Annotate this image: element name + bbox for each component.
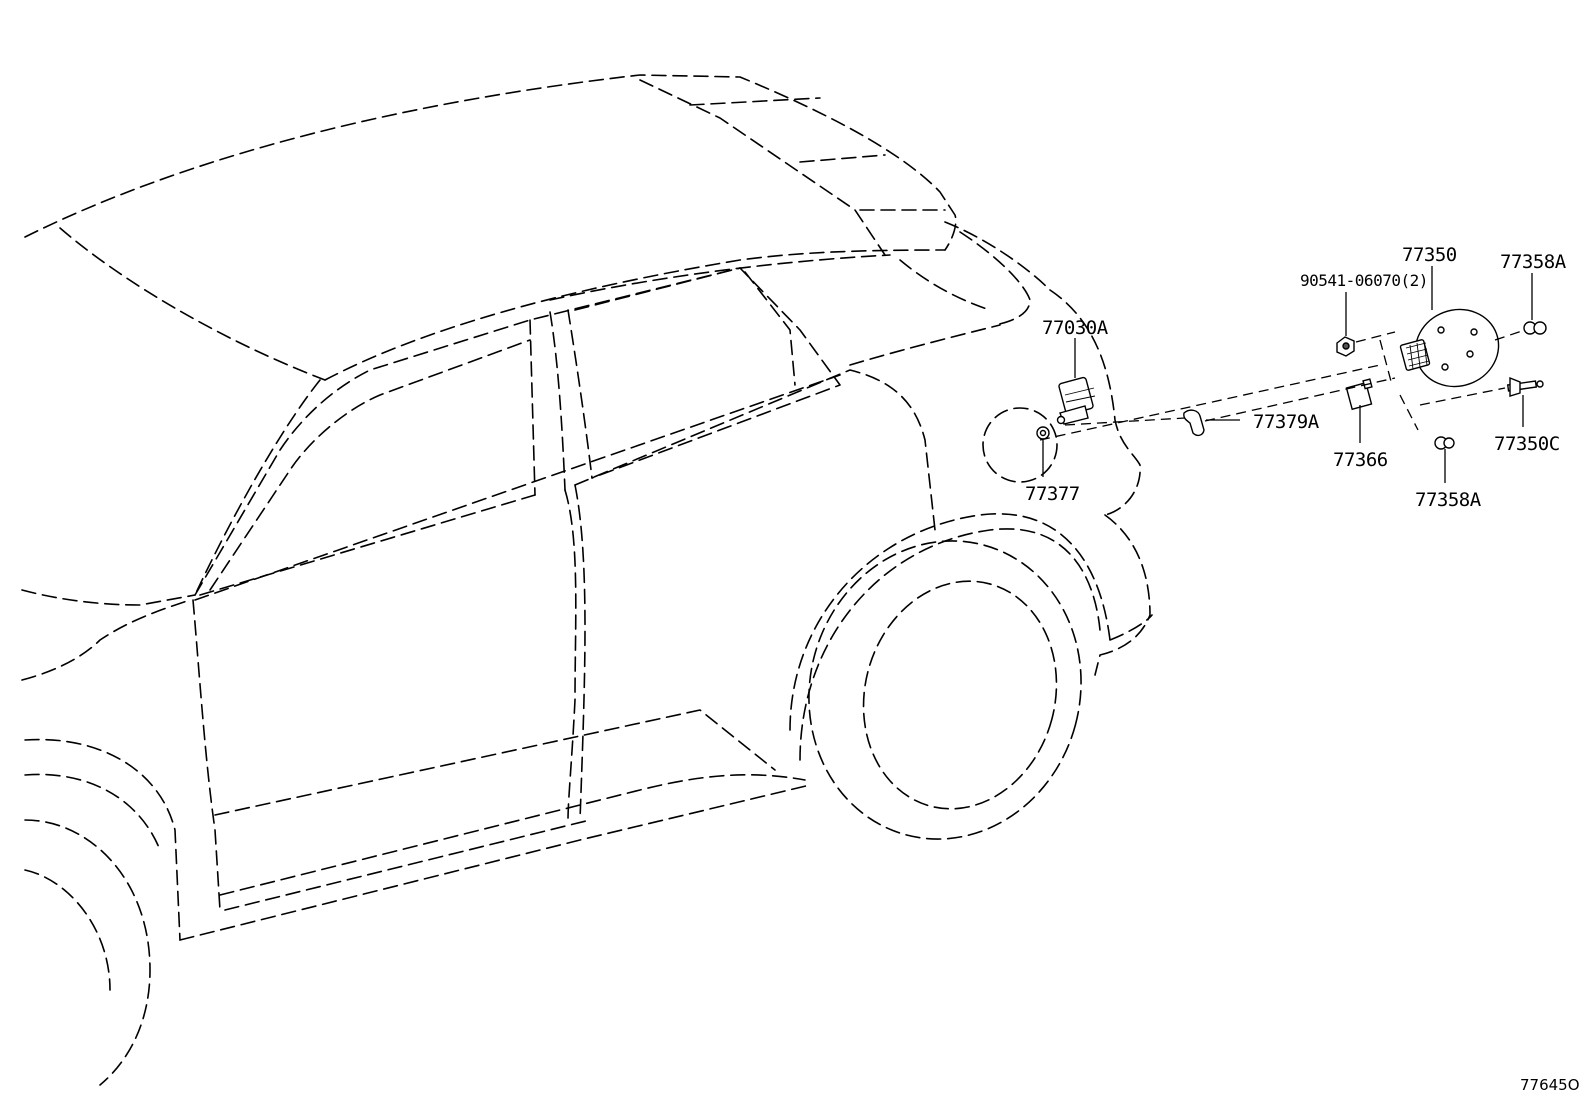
front-window-bottom: [199, 494, 536, 596]
hinge-clip-77379A[interactable]: [1183, 409, 1205, 437]
link-opener-to-clip: [1064, 417, 1186, 426]
callout-77358A-top[interactable]: 77358A: [1500, 251, 1567, 273]
callout-77350[interactable]: 77350: [1402, 244, 1457, 266]
link-clip-to-lid: [1204, 377, 1396, 422]
link-lid-box-bottom: [1399, 387, 1506, 431]
leader-lines: [1042, 266, 1533, 483]
front-arch-inner: [24, 773, 161, 851]
bushing-77358A-top[interactable]: [1523, 321, 1547, 335]
rear-pillar-b: [959, 231, 1031, 326]
b-pillar-front: [529, 319, 536, 496]
rear-arch-outer: [789, 513, 1111, 731]
rocker-bottom: [179, 784, 811, 941]
roof-outline: [24, 74, 957, 251]
link-grommet-to-lid: [1039, 364, 1381, 441]
upper-body-line-2: [549, 254, 891, 301]
rear-pillar-a: [944, 221, 1051, 291]
callout-77377[interactable]: 77377: [1025, 483, 1080, 505]
spoiler-mid: [799, 154, 886, 163]
rocker-sill: [224, 819, 591, 911]
rear-bumper-side: [1094, 514, 1151, 676]
grommet-77377[interactable]: [1036, 426, 1050, 440]
front-tire-outer: [24, 819, 151, 1086]
roof-rear-strip: [639, 79, 886, 256]
rear-window-inner: [744, 271, 796, 386]
spoiler-top: [689, 97, 821, 106]
front-arch-outer: [24, 738, 181, 941]
rear-arch-flare: [799, 528, 1101, 761]
window-frame-inner: [209, 339, 531, 591]
front-tire-inner: [24, 869, 111, 991]
upper-body-line: [324, 249, 946, 381]
hood-line: [21, 589, 196, 606]
rear-door-front-edge: [574, 484, 586, 821]
rear-corner: [1049, 289, 1141, 516]
callout-77030A[interactable]: 77030A: [1042, 317, 1109, 339]
link-lid-to-bushing: [1494, 329, 1526, 341]
roof-inner-line: [59, 227, 326, 381]
rocker-top: [219, 774, 806, 896]
callout-77379A[interactable]: 77379A: [1253, 411, 1320, 433]
a-pillar: [194, 379, 321, 596]
b-pillar-rear: [549, 311, 566, 491]
front-door-rear-edge: [564, 489, 577, 821]
bushing-77358A-bottom[interactable]: [1434, 436, 1455, 450]
rear-door-shoulder: [574, 369, 936, 531]
rear-window-outline: [574, 267, 841, 479]
front-door-front-edge: [192, 599, 221, 911]
vehicle-outline: [21, 74, 1153, 1086]
rear-tire-inner: [862, 580, 1058, 810]
fuel-lid-opener-actuator[interactable]: [1056, 376, 1096, 425]
parts-group: [1036, 298, 1547, 450]
fuel-door-opening: [982, 407, 1058, 483]
callout-77350C[interactable]: 77350C: [1494, 433, 1560, 455]
rear-bumper-lower: [1109, 614, 1153, 641]
rear-pillar-c: [899, 259, 991, 311]
window-frame-outer: [194, 267, 741, 596]
link-lid-box-left: [1379, 339, 1393, 386]
callout-90541-06070[interactable]: 90541-06070(2): [1300, 271, 1428, 290]
illustration-id: 77645O: [1520, 1076, 1580, 1094]
cushion-90541[interactable]: [1336, 336, 1355, 357]
link-cushion-to-lid: [1355, 331, 1396, 343]
fuel-filler-lid-assembly[interactable]: [1399, 298, 1509, 398]
rear-tire-outer: [808, 540, 1082, 840]
pin-77350C[interactable]: [1506, 376, 1544, 397]
lower-body-line: [214, 709, 776, 816]
callout-labels: 77030A 77350 77358A 90541-06070(2) 77379…: [1025, 244, 1567, 511]
quarter-crease: [849, 324, 1001, 366]
spring-77366[interactable]: [1345, 378, 1373, 411]
callout-77366[interactable]: 77366: [1333, 449, 1388, 471]
assembly-links: [1039, 329, 1526, 441]
front-fender: [21, 599, 191, 681]
b-pillar-rear-2: [567, 309, 593, 479]
shoulder-line: [194, 374, 841, 601]
callout-77358A-bottom[interactable]: 77358A: [1415, 489, 1482, 511]
